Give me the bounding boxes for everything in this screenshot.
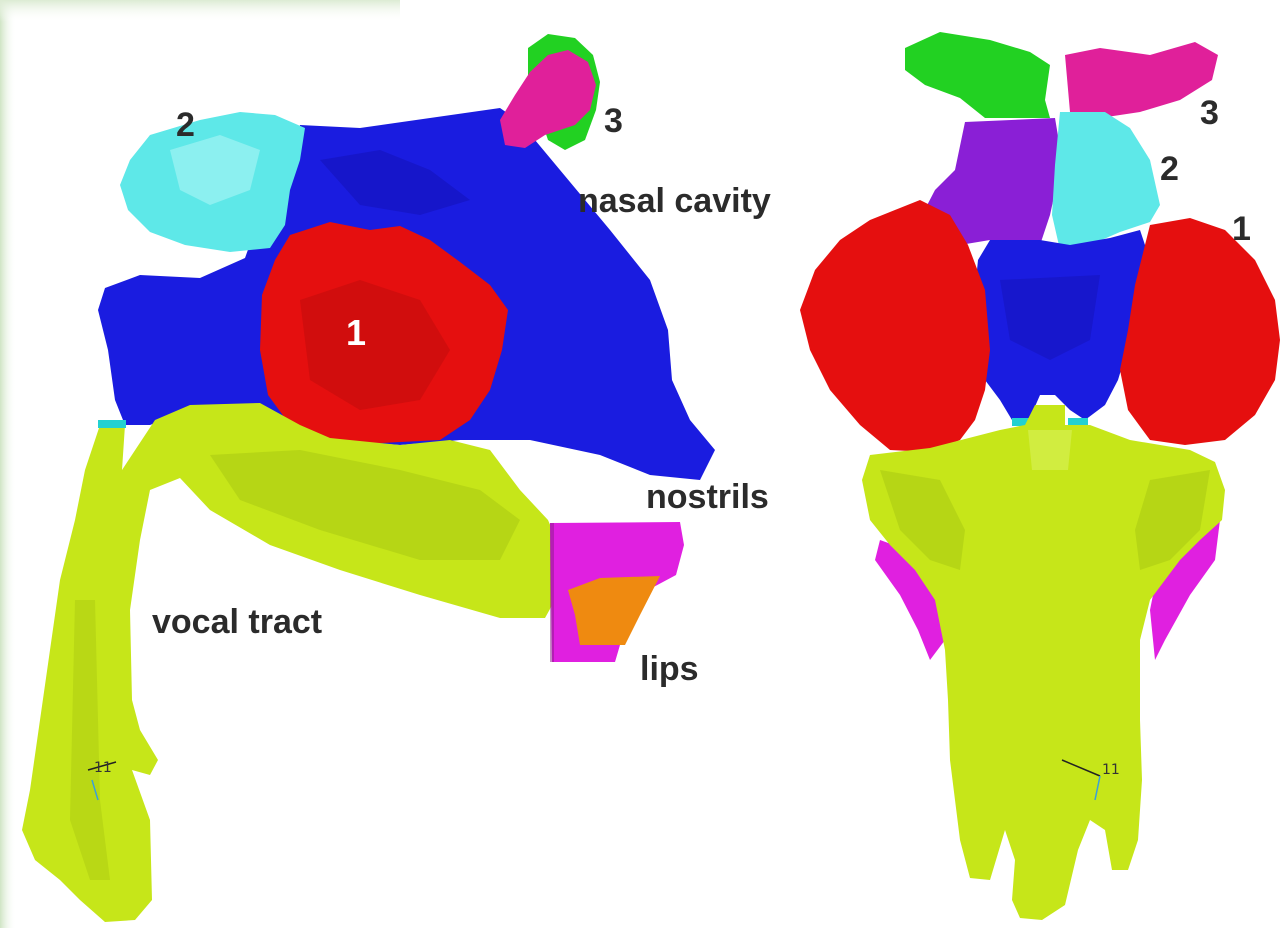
marker-left-label: 11 bbox=[94, 760, 112, 776]
sinus-1-right-left bbox=[800, 200, 990, 452]
label-nasal-cavity: nasal cavity bbox=[578, 182, 771, 220]
label-lips: lips bbox=[640, 650, 699, 688]
label-nostrils: nostrils bbox=[646, 478, 769, 516]
sinus-2-right bbox=[1052, 112, 1160, 250]
label-3-right: 3 bbox=[1200, 94, 1219, 132]
label-1-right: 1 bbox=[1232, 210, 1251, 248]
junction-right-b bbox=[1068, 418, 1088, 426]
lips-shape bbox=[568, 576, 660, 645]
label-vocal-tract: vocal tract bbox=[152, 603, 322, 641]
left-view: 11 2 3 nasal cavity 1 nostrils vocal tra… bbox=[22, 34, 771, 922]
right-view: 11 3 2 1 bbox=[800, 32, 1280, 920]
marker-right-label: 11 bbox=[1102, 762, 1120, 778]
sinus-1-right-right bbox=[1120, 218, 1280, 445]
label-3-left: 3 bbox=[604, 102, 623, 140]
green-cap-right bbox=[905, 32, 1050, 118]
junction-left bbox=[98, 420, 126, 428]
label-2-right: 2 bbox=[1160, 150, 1179, 188]
label-2-left: 2 bbox=[176, 106, 195, 144]
label-1-left: 1 bbox=[346, 312, 366, 353]
sinus-3-right bbox=[1065, 42, 1218, 118]
